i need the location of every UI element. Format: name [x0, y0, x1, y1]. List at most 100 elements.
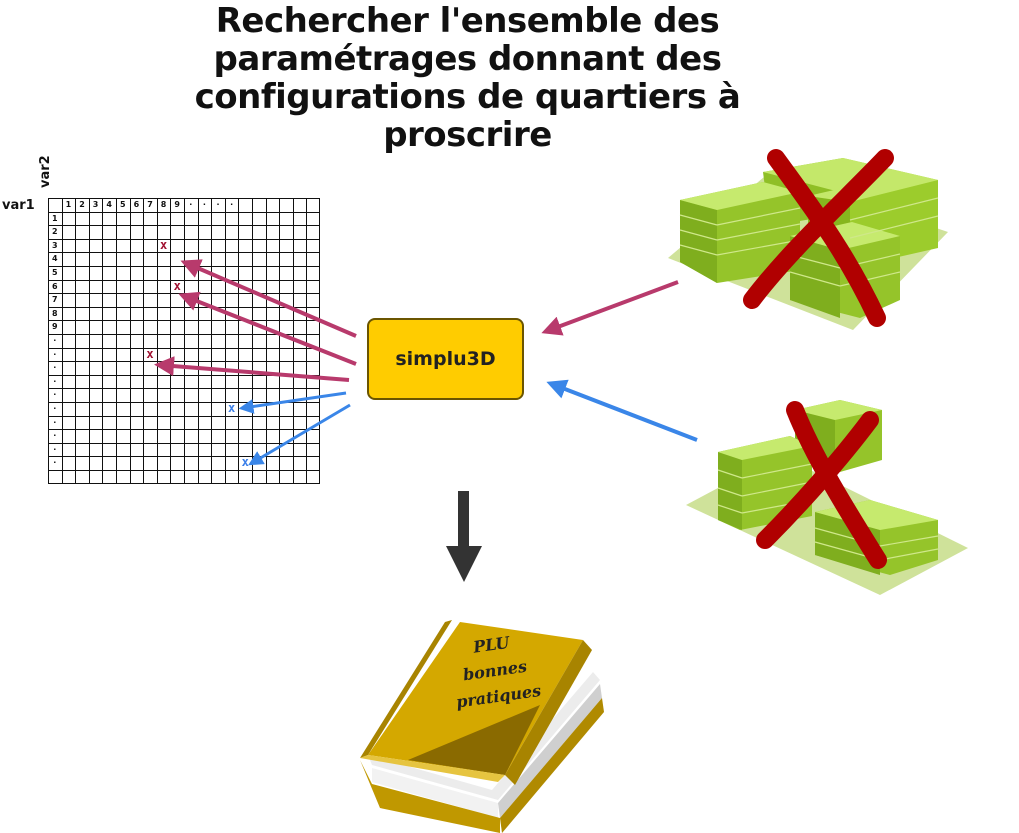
grid-cell [306, 252, 320, 266]
grid-cell [48, 198, 62, 212]
grid-row-tick: · [53, 376, 57, 386]
grid-cell [88, 347, 103, 362]
grid-cell [88, 429, 103, 443]
grid-cell [61, 347, 76, 362]
title-line-1: Rechercher l'ensemble des [215, 1, 720, 41]
grid-cell [265, 266, 280, 280]
grid-cell [238, 456, 252, 470]
grid-cell [48, 211, 62, 226]
grid-cell [211, 347, 225, 362]
grid-cell [88, 211, 103, 226]
book-illustration [360, 620, 604, 833]
down-arrow-head [446, 546, 482, 582]
grid-cell [143, 334, 157, 348]
grid-cell [292, 225, 307, 239]
grid-cell [116, 388, 130, 402]
grid-cell [48, 470, 62, 484]
title-line-4: proscrire [383, 115, 552, 155]
grid-cell [143, 402, 157, 416]
grid-cell [292, 347, 307, 362]
grid-cell [252, 252, 266, 266]
grid-cell [292, 293, 307, 307]
grid-cell [156, 388, 171, 402]
grid-row-tick: 8 [52, 308, 58, 318]
arrow-to-grid-5 [248, 403, 351, 466]
grid-cell [116, 306, 130, 321]
grid-cell [102, 456, 116, 470]
grid-cell [184, 415, 198, 430]
grid-cell [143, 388, 157, 402]
grid-cell [143, 470, 157, 484]
grid-cell [279, 320, 293, 334]
grid-cell [238, 252, 252, 266]
grid-cell [211, 402, 225, 416]
grid-cell [170, 306, 184, 321]
grid-cell [48, 361, 62, 375]
grid-cell [184, 334, 198, 348]
grid-mark: x [173, 278, 181, 293]
grid-cell [292, 470, 307, 484]
grid-row-tick: · [53, 336, 57, 345]
grid-cell [48, 334, 62, 348]
grid-cell [170, 429, 184, 443]
grid-cell [224, 266, 239, 280]
grid-cell [211, 238, 225, 253]
grid-cell [184, 279, 198, 294]
grid-cell [102, 361, 116, 375]
grid-cell [279, 279, 293, 294]
grid-cell [211, 320, 225, 334]
grid-cell [61, 334, 76, 348]
grid-cell [224, 402, 239, 416]
grid-cell [129, 293, 144, 307]
grid-cell [88, 266, 103, 280]
grid-cell [238, 211, 252, 226]
grid-row-tick: 7 [52, 295, 58, 305]
grid-cell [279, 238, 293, 253]
grid-cell [252, 225, 266, 239]
grid-cell [156, 238, 171, 253]
grid-cell [224, 374, 239, 389]
grid-cell [197, 470, 212, 484]
grid-cell [211, 225, 225, 239]
grid-cell [156, 402, 171, 416]
grid-cell [48, 415, 62, 430]
grid-cell [75, 415, 89, 430]
grid-cell [156, 279, 171, 294]
grid-cell [61, 415, 76, 430]
grid-cell [184, 238, 198, 253]
grid-cell [102, 266, 116, 280]
grid-cell [252, 415, 266, 430]
grid-cell [197, 252, 212, 266]
grid-cell [224, 279, 239, 294]
grid-cell [279, 347, 293, 362]
grid-cell [306, 442, 320, 457]
grid-cell [292, 402, 307, 416]
grid-cell [75, 347, 89, 362]
grid-cell [265, 238, 280, 253]
grid-row-tick: 5 [52, 268, 58, 277]
grid-column-tick: 3 [92, 200, 99, 209]
grid-row-tick: 4 [52, 254, 58, 264]
grid-cell [48, 456, 62, 470]
grid-cell [224, 388, 239, 402]
arrow-to-grid-3 [154, 356, 350, 382]
grid-cell [61, 252, 76, 266]
grid-cell [116, 415, 130, 430]
grid-cell [129, 211, 144, 226]
grid-cell [265, 306, 280, 321]
grid-cell [129, 279, 144, 294]
grid-cell [88, 361, 103, 375]
grid-cell [48, 388, 62, 402]
grid-cell [156, 470, 171, 484]
grid-cell [238, 266, 252, 280]
grid-cell [102, 238, 116, 253]
grid-cell [143, 225, 157, 239]
grid-cell [88, 470, 103, 484]
grid-cell [116, 347, 130, 362]
grid-cell [143, 320, 157, 334]
grid-cell [143, 456, 157, 470]
grid-cell [129, 306, 144, 321]
grid-cell [197, 198, 212, 212]
grid-column-tick: · [230, 200, 234, 209]
